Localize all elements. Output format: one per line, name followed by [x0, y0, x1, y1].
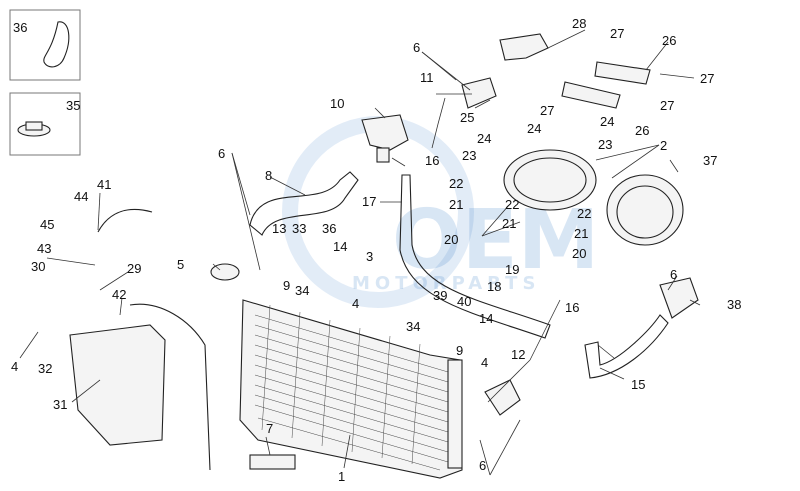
fitting-28-part [499, 33, 549, 61]
label-29: 29 [127, 261, 141, 276]
label-10: 10 [330, 96, 344, 111]
sponge-part [249, 454, 296, 470]
label-18: 18 [487, 279, 501, 294]
label-4-a: 4 [352, 296, 359, 311]
label-41: 41 [97, 177, 111, 192]
callout-labels: 36 35 6 11 28 27 26 27 10 25 27 27 26 24… [11, 16, 741, 484]
radiator-part [239, 299, 463, 479]
label-22-b: 22 [505, 197, 519, 212]
label-22-c: 22 [577, 206, 591, 221]
label-6-bottom: 6 [479, 458, 486, 473]
hose-38-part [659, 277, 699, 319]
label-26-a: 26 [662, 33, 676, 48]
hose-12-part [484, 379, 521, 416]
label-45: 45 [40, 217, 54, 232]
label-8: 8 [265, 168, 272, 183]
label-24-a: 24 [600, 114, 614, 129]
fan-left-part [503, 149, 597, 211]
label-34-a: 34 [295, 283, 309, 298]
fan-right-inner [616, 185, 674, 239]
hose-15-part [584, 314, 669, 379]
label-43: 43 [37, 241, 51, 256]
label-36: 36 [13, 20, 27, 35]
label-9-a: 9 [283, 278, 290, 293]
hose-26-upper-part [594, 61, 651, 85]
label-31: 31 [53, 397, 67, 412]
label-30: 30 [31, 259, 45, 274]
label-24-b: 24 [527, 121, 541, 136]
label-15: 15 [631, 377, 645, 392]
label-24-c: 24 [477, 131, 491, 146]
label-2: 2 [660, 138, 667, 153]
leader-lines [19, 29, 701, 476]
label-34-b: 34 [406, 319, 420, 334]
label-44: 44 [74, 189, 88, 204]
label-37: 37 [703, 153, 717, 168]
label-27-b: 27 [700, 71, 714, 86]
label-33: 33 [292, 221, 306, 236]
label-5: 5 [177, 257, 184, 272]
label-14-a: 14 [333, 239, 347, 254]
label-20-b: 20 [572, 246, 586, 261]
label-21-c: 21 [574, 226, 588, 241]
label-1: 1 [338, 469, 345, 484]
hose-17-part [399, 174, 551, 339]
gasket-ring-part [43, 21, 70, 68]
hose-26-lower-part [561, 81, 621, 109]
label-26-b: 26 [635, 123, 649, 138]
label-27-a: 27 [610, 26, 624, 41]
cap-top-part [25, 121, 43, 131]
label-21-a: 21 [449, 197, 463, 212]
label-39: 39 [433, 288, 447, 303]
label-23-b: 23 [598, 137, 612, 152]
label-22-a: 22 [449, 176, 463, 191]
label-23-a: 23 [462, 148, 476, 163]
inset-box-35 [9, 92, 81, 156]
label-17: 17 [362, 194, 376, 209]
label-27-d: 27 [660, 98, 674, 113]
label-3: 3 [366, 249, 373, 264]
label-11: 11 [420, 70, 434, 85]
fan-left-inner [513, 157, 587, 203]
label-21-b: 21 [502, 216, 516, 231]
label-32: 32 [38, 361, 52, 376]
label-20-a: 20 [444, 232, 458, 247]
watermark-subtitle: MOTORPARTS [352, 273, 540, 294]
tank-hose-part [129, 303, 211, 471]
label-9-b: 9 [456, 343, 463, 358]
hose-11-part [461, 77, 497, 109]
expansion-tank-part [69, 324, 166, 446]
label-6-left: 6 [218, 146, 225, 161]
label-16-b: 16 [565, 300, 579, 315]
label-4-b: 4 [481, 355, 488, 370]
label-16-a: 16 [425, 153, 439, 168]
label-25: 25 [460, 110, 474, 125]
hose-41-part [97, 209, 153, 233]
label-6-top: 6 [413, 40, 420, 55]
thermostat-outlet-part [376, 147, 390, 163]
label-42: 42 [112, 287, 126, 302]
label-12: 12 [511, 347, 525, 362]
label-35: 35 [66, 98, 80, 113]
hose-8-part [249, 171, 359, 236]
label-6-right: 6 [670, 267, 677, 282]
label-38: 38 [727, 297, 741, 312]
label-28: 28 [572, 16, 586, 31]
label-4-c: 4 [11, 359, 18, 374]
label-19: 19 [505, 262, 519, 277]
label-14-b: 14 [479, 311, 493, 326]
label-36-b: 36 [322, 221, 336, 236]
label-13: 13 [272, 221, 286, 236]
label-7: 7 [266, 421, 273, 436]
label-27-c: 27 [540, 103, 554, 118]
label-40: 40 [457, 294, 471, 309]
thermostat-housing-part [361, 114, 409, 151]
